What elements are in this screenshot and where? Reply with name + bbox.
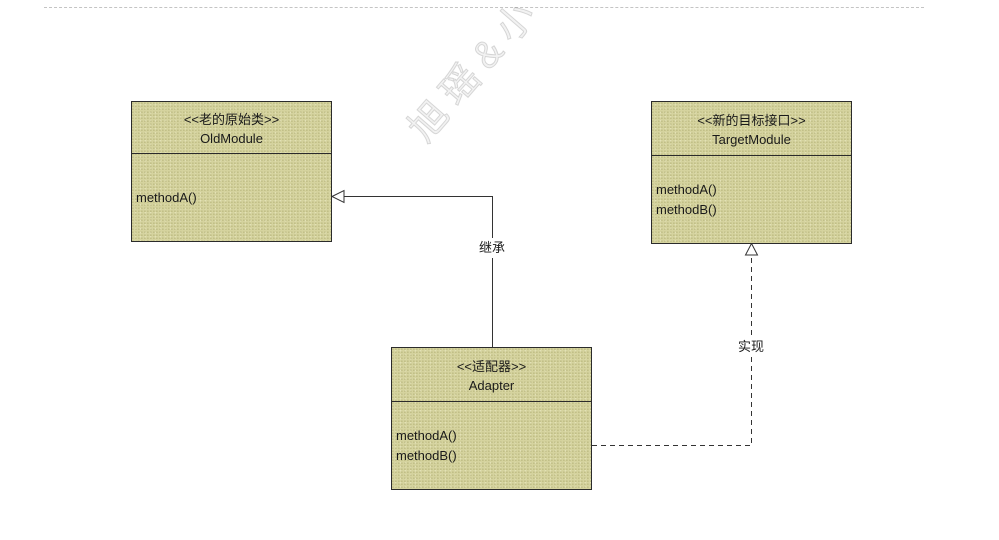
class-stereotype: <<新的目标接口>>	[697, 112, 806, 128]
realization-arrowhead	[744, 242, 759, 256]
class-header: <<新的目标接口>> TargetModule	[652, 102, 851, 156]
class-stereotype: <<适配器>>	[456, 358, 527, 374]
class-name: TargetModule	[712, 131, 791, 147]
method-item: methodA()	[136, 189, 197, 205]
realization-line	[592, 255, 752, 446]
inheritance-label: 继承	[476, 238, 508, 258]
class-header: <<适配器>> Adapter	[392, 348, 591, 402]
class-methods: methodA() methodB()	[652, 156, 851, 243]
class-name: Adapter	[468, 377, 515, 393]
realization-label: 实现	[735, 337, 767, 357]
class-stereotype: <<老的原始类>>	[183, 111, 280, 127]
method-item: methodA()	[396, 427, 457, 443]
class-name: OldModule	[200, 130, 263, 146]
class-target-module: <<新的目标接口>> TargetModule methodA() method…	[651, 101, 852, 244]
class-methods: methodA()	[132, 154, 331, 241]
method-item: methodB()	[656, 201, 717, 217]
class-old-module: <<老的原始类>> OldModule methodA()	[131, 101, 332, 242]
top-divider	[44, 7, 924, 8]
inheritance-arrowhead	[330, 189, 345, 204]
method-item: methodA()	[656, 181, 717, 197]
method-item: methodB()	[396, 447, 457, 463]
class-adapter: <<适配器>> Adapter methodA() methodB()	[391, 347, 592, 490]
class-methods: methodA() methodB()	[392, 402, 591, 489]
inheritance-line	[344, 196, 493, 347]
class-header: <<老的原始类>> OldModule	[132, 102, 331, 154]
